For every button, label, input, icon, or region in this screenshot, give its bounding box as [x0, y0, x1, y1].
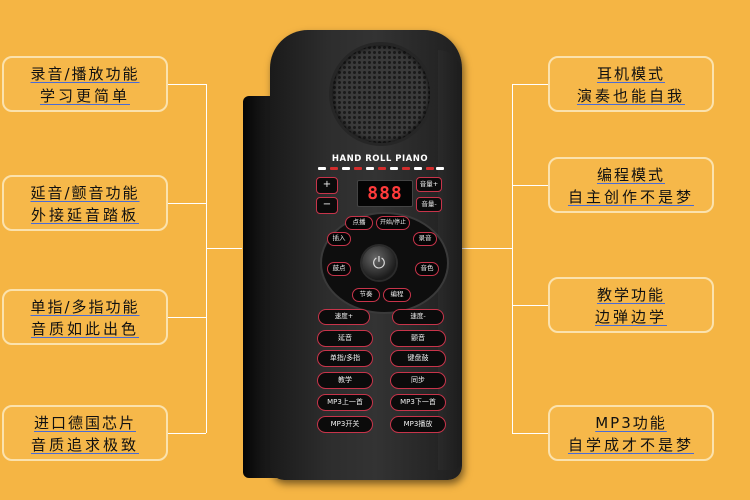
connector-right-vertical	[512, 84, 513, 433]
dial-button-tone[interactable]: 音色	[415, 262, 439, 276]
callout-subtitle: 边弹边学	[594, 308, 667, 326]
callout-title: 进口德国芯片	[33, 414, 136, 432]
connector-left-2	[168, 203, 206, 204]
connector-left-4	[168, 433, 206, 434]
callout-subtitle: 学习更简单	[39, 87, 130, 105]
dial-button-on-demand[interactable]: 点播	[345, 216, 373, 230]
speed-plus-button[interactable]: 速度+	[318, 309, 370, 325]
connector-right-to-device	[462, 248, 512, 249]
connector-right-2	[512, 185, 548, 186]
callout-subtitle: 自学成才不是梦	[567, 436, 694, 454]
connector-right-4	[512, 433, 548, 434]
callout-imported-chip: 进口德国芯片 音质追求极致	[2, 405, 168, 461]
callout-title: 教学功能	[596, 286, 665, 304]
mp3-play-button[interactable]: MP3播放	[390, 416, 446, 433]
volume-down-button[interactable]: 音量-	[416, 197, 442, 212]
led-display: 888	[357, 180, 413, 207]
connector-left-to-device	[206, 248, 242, 249]
callout-mp3: MP3功能 自学成才不是梦	[548, 405, 714, 461]
dial-button-start-stop[interactable]: 开始/停止	[376, 216, 410, 230]
callout-title: 延音/颤音功能	[30, 184, 140, 202]
connector-left-3	[168, 317, 206, 318]
callout-title: 编程模式	[596, 166, 665, 184]
dial-button-insert[interactable]: 插入	[327, 232, 351, 246]
minus-button[interactable]: −	[316, 197, 338, 214]
keyboard-drum-button[interactable]: 键盘鼓	[390, 350, 446, 367]
callout-title: 录音/播放功能	[30, 65, 140, 83]
mp3-switch-button[interactable]: MP3开关	[317, 416, 373, 433]
mp3-next-button[interactable]: MP3下一首	[390, 394, 446, 411]
callout-subtitle: 外接延音踏板	[30, 206, 139, 224]
connector-right-1	[512, 84, 548, 85]
plus-button[interactable]: +	[316, 177, 338, 194]
teaching-button[interactable]: 教学	[317, 372, 373, 389]
callout-title: MP3功能	[595, 414, 667, 432]
callout-teaching: 教学功能 边弹边学	[548, 277, 714, 333]
callout-title: 耳机模式	[596, 65, 665, 83]
brand-label: HAND ROLL PIANO	[331, 154, 429, 164]
vibrato-button[interactable]: 颤音	[390, 330, 446, 347]
callout-single-multi-finger: 单指/多指功能 音质如此出色	[2, 289, 168, 345]
speed-minus-button[interactable]: 速度-	[392, 309, 444, 325]
indicator-strip	[318, 167, 444, 172]
callout-headphone-mode: 耳机模式 演奏也能自我	[548, 56, 714, 112]
callout-programming-mode: 编程模式 自主创作不是梦	[548, 157, 714, 213]
dial-button-drum[interactable]: 鼓点	[327, 262, 351, 276]
callout-record-playback: 录音/播放功能 学习更简单	[2, 56, 168, 112]
mp3-previous-button[interactable]: MP3上一首	[317, 394, 373, 411]
callout-subtitle: 自主创作不是梦	[567, 188, 694, 206]
callout-subtitle: 音质如此出色	[30, 320, 139, 338]
dial-button-program[interactable]: 编程	[383, 288, 411, 302]
connector-left-1	[168, 84, 206, 85]
callout-sustain-vibrato: 延音/颤音功能 外接延音踏板	[2, 175, 168, 231]
speaker-grille	[332, 45, 430, 143]
sync-button[interactable]: 同步	[390, 372, 446, 389]
callout-title: 单指/多指功能	[30, 298, 140, 316]
connector-left-vertical	[206, 84, 207, 433]
sustain-button[interactable]: 延音	[317, 330, 373, 347]
callout-subtitle: 音质追求极致	[30, 436, 139, 454]
connector-right-3	[512, 305, 548, 306]
power-icon[interactable]: ⏻	[362, 246, 396, 280]
callout-subtitle: 演奏也能自我	[576, 87, 685, 105]
dial-button-rhythm[interactable]: 节奏	[352, 288, 380, 302]
dial-button-record[interactable]: 录音	[413, 232, 437, 246]
single-multi-finger-button[interactable]: 单指/多指	[317, 350, 373, 367]
volume-up-button[interactable]: 音量+	[416, 177, 442, 192]
